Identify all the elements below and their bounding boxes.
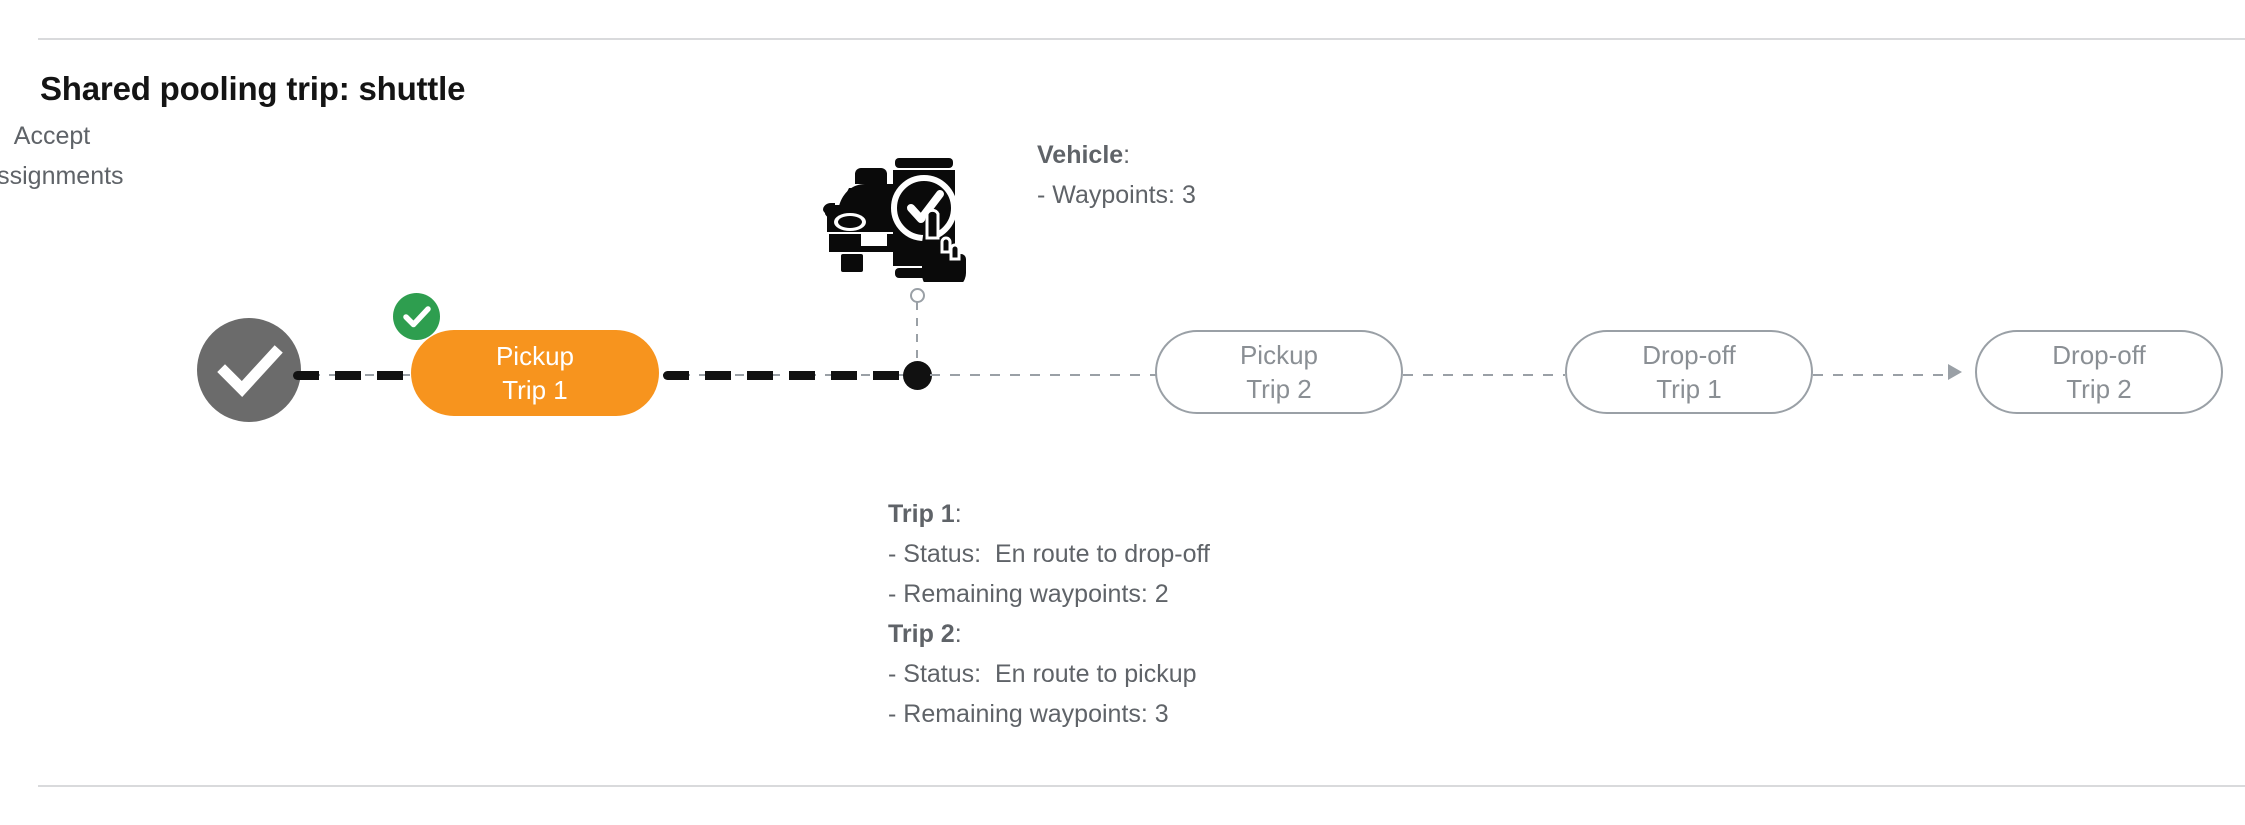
stop-label-line-2: Trip 1 [1656,374,1722,404]
top-divider [38,38,2245,40]
active-path-segment-1 [293,371,409,380]
pending-path-segment-1 [1403,374,1565,376]
vehicle-leader-ring [910,288,925,303]
trip-1-waypoints-row: - Remaining waypoints: 2 [888,580,1169,608]
vehicle-annotation: Vehicle: - Waypoints: 3 [1037,135,1196,215]
path-arrowhead-icon [1948,364,1962,380]
stop-label-line-1: Pickup [495,341,575,371]
trip-2-heading-text: Trip 2 [888,620,955,648]
trip-1-heading: Trip 1: [888,494,1210,534]
stop-label-line-2: Trip 2 [2066,374,2132,404]
trip-2-waypoints-row: - Remaining waypoints: 3 [888,700,1169,728]
vehicle-app-icon [823,122,1003,289]
trip-2-status-label: - Status: [888,660,982,688]
stop-pickup-trip-1[interactable]: Pickup Trip 1 [411,330,659,416]
accept-label-line-1: Accept [13,122,91,150]
trip-1-heading-colon: : [954,500,962,528]
accept-assignments-label: Accept Assignments [0,116,194,196]
trip-2-status-value: En route to pickup [995,660,1197,688]
stop-label-line-2: Trip 2 [1246,374,1312,404]
stop-label-line-1: Drop-off [1642,340,1736,370]
trip-1-heading-text: Trip 1 [888,500,955,528]
stop-label-line-1: Pickup [1239,340,1319,370]
stop-label-line-2: Trip 1 [502,375,568,405]
trip-2-status-row: - Status: En route to pickup [888,654,1210,694]
trips-annotation: Trip 1: - Status: En route to drop-off -… [888,494,1210,734]
vehicle-annotation-heading: Vehicle: [1037,135,1196,175]
trip-1-status-row: - Status: En route to drop-off [888,534,1210,574]
stop-pickup-trip-2[interactable]: Pickup Trip 2 [1155,330,1403,414]
active-path-segment-2 [663,371,921,380]
trip-2-heading-colon: : [954,620,962,648]
vehicle-heading-colon: : [1123,141,1131,169]
vehicle-position-dot[interactable] [903,361,932,390]
stop-label-line-1: Drop-off [2052,340,2146,370]
page-title: Shared pooling trip: shuttle [40,70,466,107]
check-circle-icon [197,318,301,422]
trip-2-heading: Trip 2: [888,614,1210,654]
trip-1-status-label: - Status: [888,540,982,568]
trip-1-status-value: En route to drop-off [995,540,1210,568]
check-badge-icon [393,293,440,340]
bottom-divider [38,785,2245,787]
accept-assignments-node[interactable] [197,318,301,422]
pending-path-segment-2 [1813,374,1955,376]
vehicle-waypoints-line: - Waypoints: 3 [1037,181,1196,209]
accept-label-line-2: Assignments [0,162,124,190]
stop-dropoff-trip-1[interactable]: Drop-off Trip 1 [1565,330,1813,414]
stop-dropoff-trip-2[interactable]: Drop-off Trip 2 [1975,330,2223,414]
pending-path-segment-0 [930,374,1157,376]
vehicle-heading-text: Vehicle [1037,141,1124,169]
vehicle-leader-line [916,302,918,362]
